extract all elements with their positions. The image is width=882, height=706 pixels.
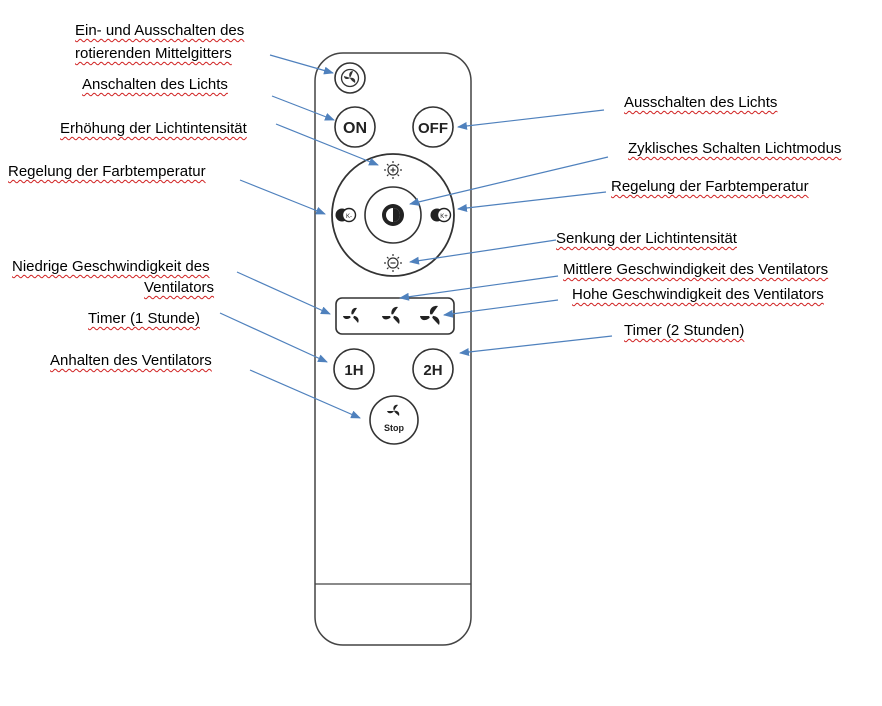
color-temp-minus-icon: K- [335, 207, 357, 223]
color-temp-cool-button[interactable]: K+ [430, 207, 452, 223]
arrow-rotate-grid [269, 54, 334, 75]
label-timer-1h: Timer (1 Stunde) [88, 310, 200, 327]
arrow-color-temp-right [457, 191, 607, 212]
fan-stop-label: Stop [384, 423, 404, 433]
label-light-on: Anschalten des Lichts [82, 76, 228, 93]
fan-high-button[interactable] [420, 305, 440, 325]
timer-1h-label: 1H [344, 362, 363, 379]
timer-2h-label: 2H [423, 362, 442, 379]
svg-text:K+: K+ [440, 214, 448, 220]
brightness-down-button[interactable] [384, 254, 402, 272]
arrow-brightness-up [275, 123, 379, 166]
arrow-fan-medium [399, 275, 559, 301]
off-button[interactable]: OFF [412, 106, 454, 148]
label-rotate-grid-line2: rotierenden Mittelgitters [75, 45, 232, 62]
brightness-up-button[interactable] [384, 161, 402, 179]
on-button[interactable]: ON [334, 106, 376, 148]
color-temp-warm-button[interactable]: K- [335, 207, 357, 223]
timer-2h-button[interactable]: 2H [412, 348, 454, 390]
label-brightness-up: Erhöhung der Lichtintensität [60, 120, 247, 137]
arrow-color-temp-left [239, 179, 326, 215]
timer-1h-button[interactable]: 1H [333, 348, 375, 390]
arrow-fan-low [236, 271, 331, 315]
arrow-light-off [457, 109, 605, 130]
on-button-label: ON [343, 120, 367, 137]
grid-fan-icon [344, 71, 356, 83]
fan-low-button[interactable] [343, 307, 359, 323]
sun-up-icon [384, 161, 402, 179]
arrow-fan-high [443, 299, 559, 318]
rotate-grid-button[interactable] [334, 62, 366, 94]
fan-speed-panel [335, 297, 455, 335]
label-fan-high: Hohe Geschwindigkeit des Ventilators [572, 286, 824, 303]
label-light-off: Ausschalten des Lichts [624, 94, 778, 111]
label-color-temp-left: Regelung der Farbtemperatur [8, 163, 206, 180]
svg-text:K-: K- [346, 214, 352, 220]
sun-down-icon [384, 254, 402, 272]
arrow-brightness-down [409, 239, 557, 265]
fan-high-icon [420, 305, 440, 325]
fan-medium-icon [382, 306, 400, 324]
fan-low-icon [343, 307, 359, 323]
label-rotate-grid-line1: Ein- und Ausschalten des [75, 22, 245, 39]
fan-medium-button[interactable] [382, 306, 400, 324]
arrow-fan-stop [249, 369, 361, 419]
arrow-timer-2h [459, 335, 613, 356]
label-brightness-down: Senkung der Lichtintensität [556, 230, 737, 247]
color-temp-plus-icon: K+ [430, 207, 452, 223]
off-button-label: OFF [418, 120, 448, 137]
label-fan-low-line2: Ventilators [144, 279, 215, 296]
fan-stop-icon [387, 404, 400, 416]
label-color-temp-right: Regelung der Farbtemperatur [611, 178, 809, 195]
label-fan-low-line1: Niedrige Geschwindigkeit des [12, 258, 210, 275]
label-fan-medium: Mittlere Geschwindigkeit des Ventilators [563, 261, 829, 278]
label-cycle-mode: Zyklisches Schalten Lichtmodus [628, 140, 842, 157]
callout-arrows [219, 54, 613, 419]
fan-stop-button[interactable]: Stop [369, 395, 419, 445]
arrow-light-on [271, 95, 335, 121]
label-fan-stop: Anhalten des Ventilators [50, 352, 212, 369]
light-mode-icon [382, 204, 404, 226]
arrow-timer-1h [219, 312, 328, 363]
label-timer-2h: Timer (2 Stunden) [624, 322, 745, 339]
arrow-cycle-mode [409, 156, 609, 206]
